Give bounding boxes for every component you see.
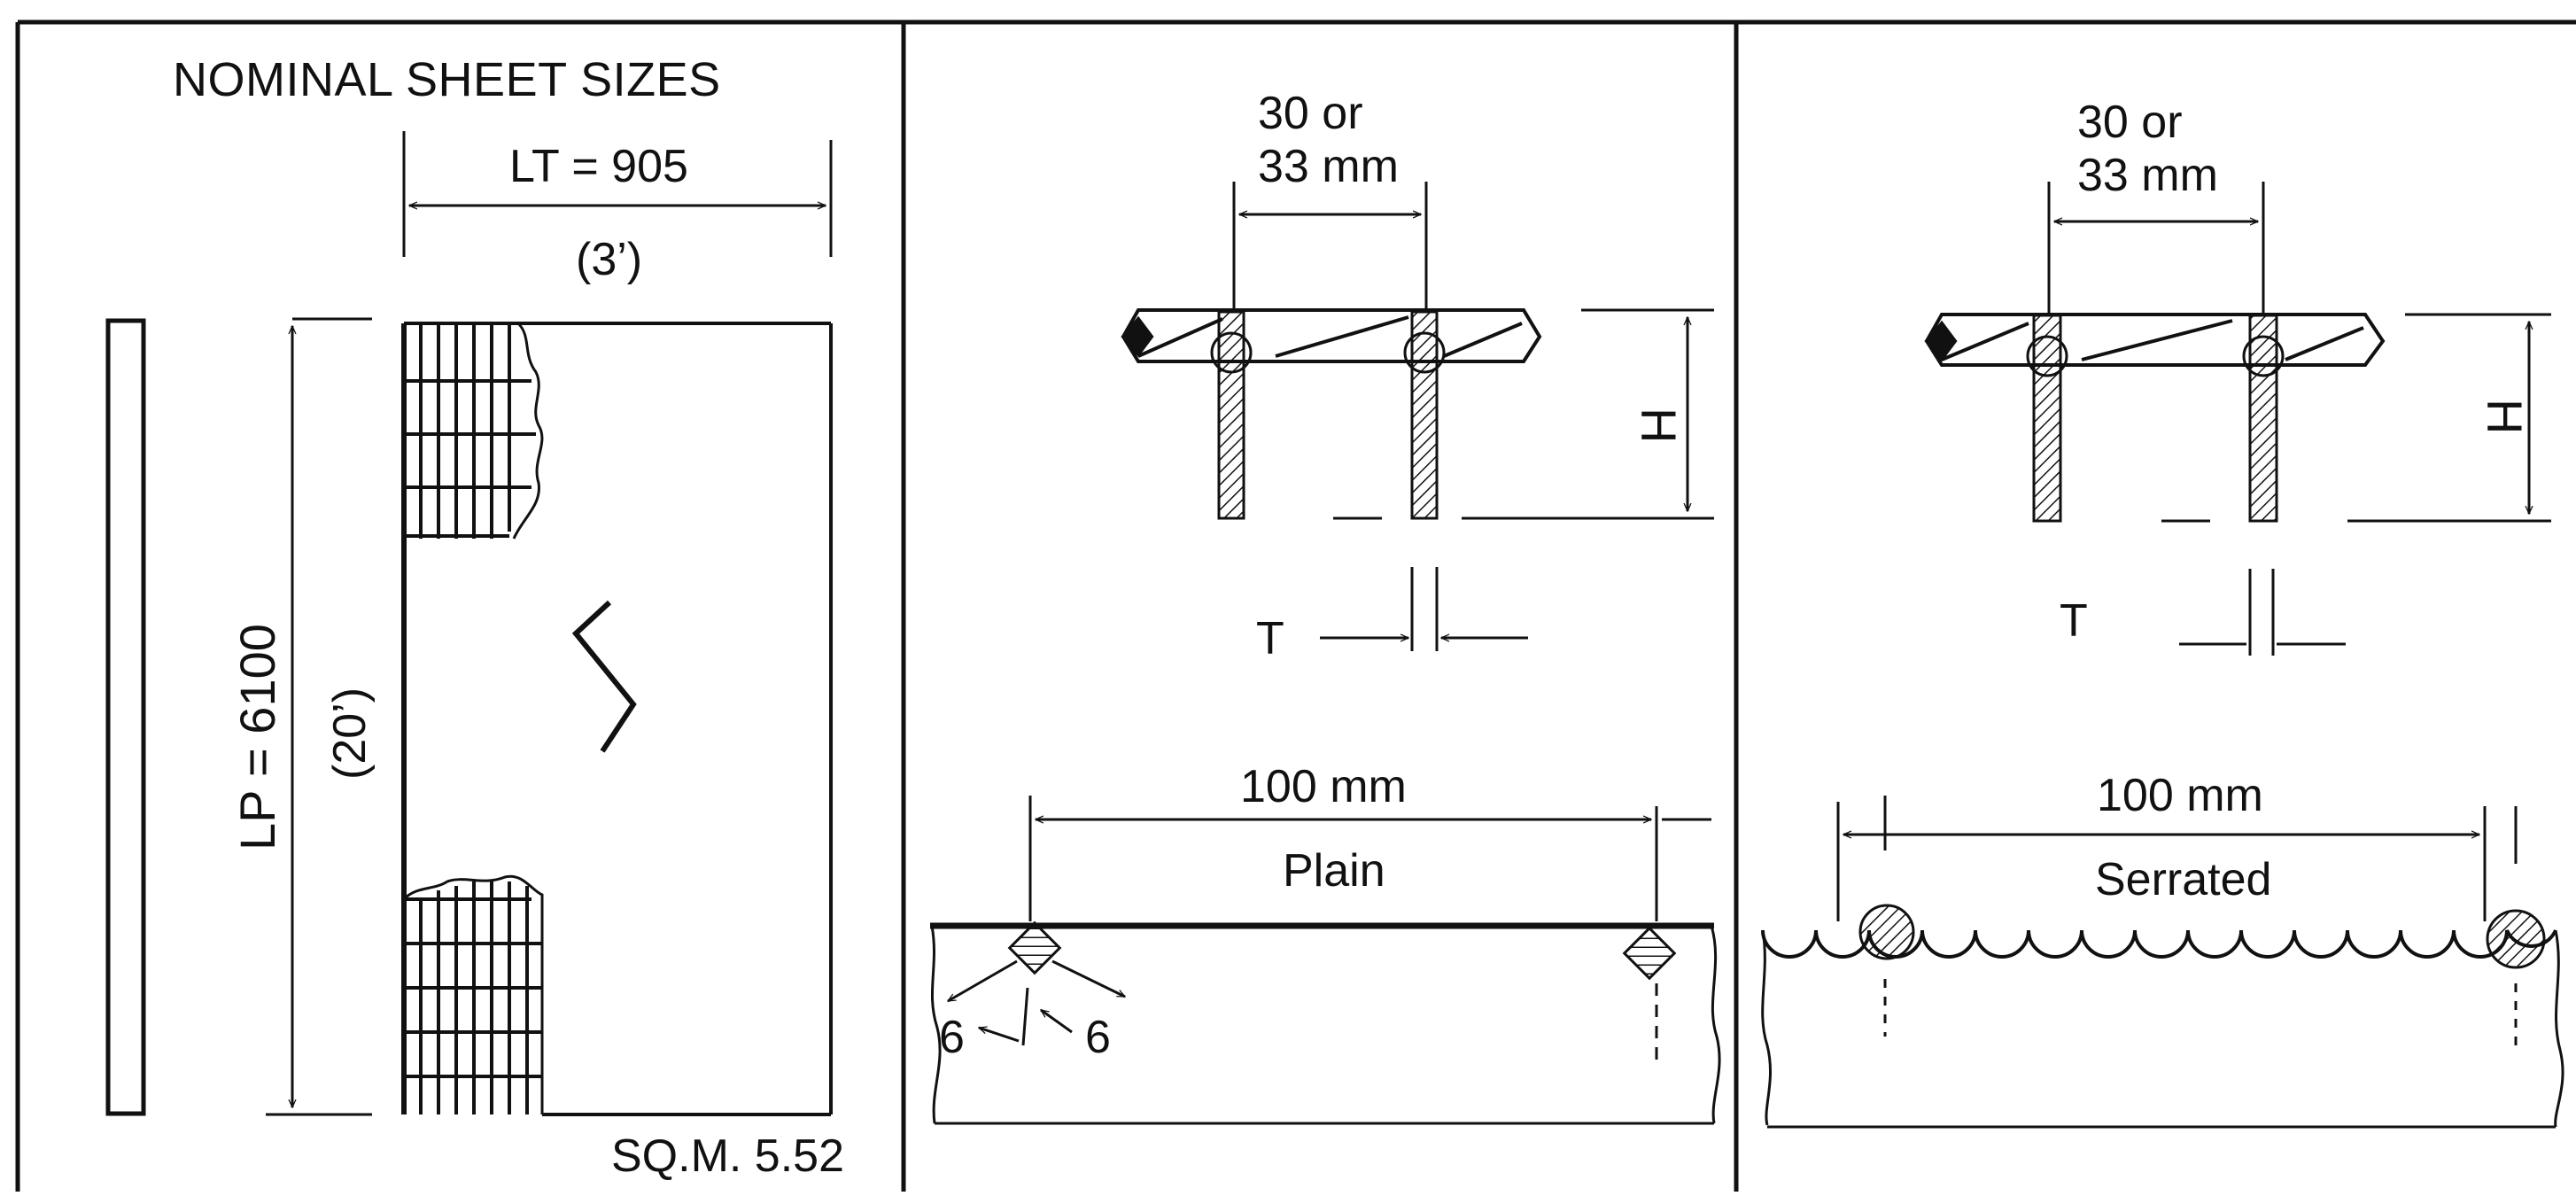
pitch-label-line1: 30 or <box>2077 97 2183 148</box>
surface-label: Serrated <box>2095 854 2271 905</box>
sheet-plan-view <box>401 322 833 1116</box>
panel-serrated-grating: 30 or 33 mm H <box>1761 97 2564 1129</box>
pitch-dimension <box>2047 182 2265 315</box>
pitch-label-line1: 30 or <box>1258 88 1363 139</box>
panel-borders <box>15 19 2576 1192</box>
thickness-label: T <box>2060 595 2088 647</box>
bar-section-left <box>1858 904 1915 960</box>
panel-title: NOMINAL SHEET SIZES <box>173 53 721 106</box>
surface-label: Plain <box>1283 845 1385 897</box>
chamfer-left-label: 6 <box>939 1012 965 1063</box>
bearing-bar-left <box>2032 314 2062 523</box>
span-label: 100 mm <box>1240 761 1407 812</box>
length-dimension <box>266 317 372 1116</box>
plain-surface-section <box>930 922 1721 1125</box>
chamfer-right-label: 6 <box>1085 1012 1111 1063</box>
bar-section-left <box>1007 920 1062 975</box>
serrated-surface-section <box>1761 929 2564 1129</box>
pitch-label-line2: 33 mm <box>1258 141 1399 192</box>
width-imperial-label: (3’) <box>576 234 642 285</box>
sheet-side-view <box>105 318 146 1116</box>
bearing-bar-left <box>1217 310 1245 520</box>
height-label: H <box>2477 399 2533 434</box>
area-label: SQ.M. 5.52 <box>611 1130 844 1182</box>
width-label: LT = 905 <box>509 141 688 192</box>
span-label: 100 mm <box>2097 770 2263 821</box>
chamfer-callouts <box>948 959 1125 1046</box>
bar-section-right <box>1622 926 1677 981</box>
height-dimension <box>1333 308 1714 520</box>
length-imperial-label: (20’) <box>324 687 376 780</box>
bearing-bar-right <box>1410 310 1439 520</box>
panel-nominal-sheet-sizes: NOMINAL SHEET SIZES LT = 905 (3’) LP = 6… <box>105 53 844 1182</box>
span-dimension <box>1836 796 2518 921</box>
height-label: H <box>1631 408 1687 443</box>
span-dimension <box>1028 796 1711 921</box>
thickness-dimension <box>1320 567 1528 651</box>
width-dimension <box>402 131 833 257</box>
bearing-bar-right <box>2248 314 2278 523</box>
pitch-dimension <box>1232 182 1428 310</box>
pitch-label-line2: 33 mm <box>2077 150 2218 201</box>
length-label: LP = 6100 <box>229 624 285 850</box>
thickness-dimension <box>2179 569 2346 656</box>
thickness-label: T <box>1256 613 1284 664</box>
bar-section-right <box>2486 909 2546 969</box>
height-dimension <box>2161 313 2551 523</box>
panel-plain-grating: 30 or 33 mm H <box>930 88 1721 1125</box>
twisted-cross-bar <box>1121 308 1542 363</box>
twisted-cross-bar <box>1924 313 2386 367</box>
